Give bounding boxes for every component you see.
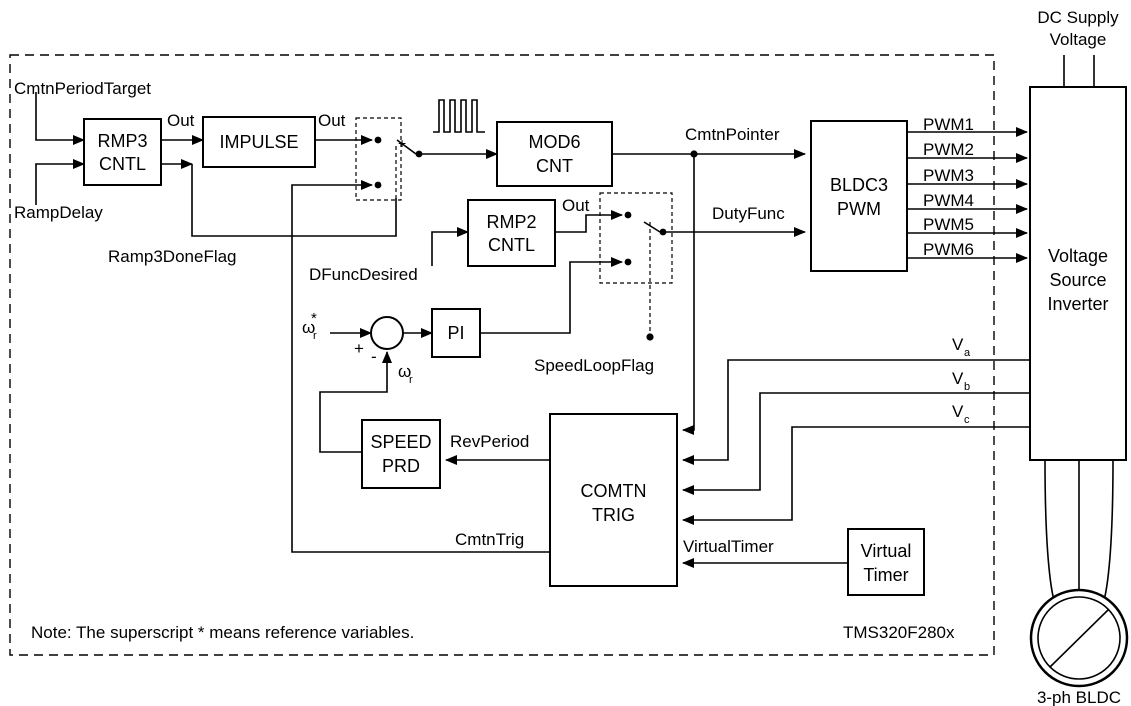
svg-text:PI: PI — [447, 323, 464, 343]
rmp3-cntl-block[interactable]: RMP3 CNTL — [83, 118, 162, 186]
summer-plus-sign: + — [354, 339, 364, 358]
svg-text:Source: Source — [1049, 270, 1106, 290]
pwm-label: PWM3 — [923, 166, 974, 185]
mux-switch-1: + — [355, 117, 423, 201]
svg-text:Voltage: Voltage — [1048, 246, 1108, 266]
svg-text:CNTL: CNTL — [99, 154, 146, 174]
phase-voltage-main: V — [952, 369, 964, 388]
svg-text:SPEED: SPEED — [370, 432, 431, 452]
cmtn-period-target-label: CmtnPeriodTarget — [14, 79, 151, 98]
svg-text:Inverter: Inverter — [1047, 294, 1108, 314]
impulse-block[interactable]: IMPULSE — [202, 116, 316, 168]
ramp-delay-label: RampDelay — [14, 203, 103, 222]
cmtn-pointer-label: CmtnPointer — [685, 125, 780, 144]
mux-switch-2 — [599, 192, 673, 341]
controller-boundary — [9, 54, 995, 656]
pulse-train-icon — [433, 99, 485, 133]
rmp2-out-label: Out — [562, 196, 590, 215]
pi-block[interactable]: PI — [431, 308, 481, 358]
omega-ref-label: ω r * — [302, 310, 317, 342]
rev-period-label: RevPeriod — [450, 432, 529, 451]
svg-text:RMP3: RMP3 — [97, 131, 147, 151]
svg-text:r: r — [313, 330, 317, 342]
virtual-timer-block[interactable]: Virtual Timer — [847, 528, 925, 596]
pwm-label: PWM4 — [923, 191, 974, 210]
svg-text:BLDC3: BLDC3 — [830, 175, 888, 195]
svg-text:RMP2: RMP2 — [486, 212, 536, 232]
svg-text:r: r — [409, 374, 413, 386]
wires — [35, 55, 1114, 613]
svg-text:ω: ω — [302, 318, 315, 337]
virtual-timer-signal-label: VirtualTimer — [683, 537, 774, 556]
phase-voltage-main: V — [952, 335, 964, 354]
svg-text:CNTL: CNTL — [488, 235, 535, 255]
omega-feedback-label: ω r — [398, 362, 413, 386]
pwm-label: PWM1 — [923, 115, 974, 134]
svg-text:IMPULSE: IMPULSE — [219, 132, 298, 152]
svg-text:Virtual: Virtual — [861, 541, 912, 561]
impulse-out-label: Out — [318, 111, 346, 130]
rmp3-out-label: Out — [167, 111, 195, 130]
speed-prd-block[interactable]: SPEED PRD — [361, 419, 441, 489]
phase-voltage-labels: V a V b V c — [952, 335, 971, 426]
svg-text:*: * — [311, 310, 317, 327]
boundary-label: TMS320F280x — [843, 623, 955, 642]
phase-voltage-sub: b — [964, 381, 970, 393]
pwm-label: PWM2 — [923, 140, 974, 159]
comtn-trig-block[interactable]: COMTN TRIG — [549, 413, 678, 587]
pwm-label: PWM6 — [923, 240, 974, 259]
cmtn-trig-label: CmtnTrig — [455, 530, 524, 549]
dc-supply-label-line1: DC Supply — [1037, 8, 1119, 27]
svg-text:+: + — [398, 135, 406, 151]
rmp2-cntl-block[interactable]: RMP2 CNTL — [467, 199, 556, 267]
ramp3-done-flag-label: Ramp3DoneFlag — [108, 247, 237, 266]
phase-voltage-sub: c — [964, 414, 970, 426]
voltage-source-inverter-block[interactable]: Voltage Source Inverter — [1029, 86, 1127, 461]
note-text: Note: The superscript * means reference … — [31, 623, 414, 642]
svg-text:COMTN: COMTN — [581, 481, 647, 501]
dfunc-desired-label: DFuncDesired — [309, 265, 418, 284]
dc-supply-label-line2: Voltage — [1050, 30, 1107, 49]
mod6-cnt-block[interactable]: MOD6 CNT — [496, 121, 613, 187]
phase-voltage-sub: a — [964, 347, 971, 359]
svg-text:ω: ω — [398, 362, 411, 381]
cmtn-pointer-junction — [690, 150, 698, 158]
bldc-motor-symbol — [1029, 588, 1129, 688]
summer-minus-sign: - — [371, 347, 377, 366]
svg-text:PWM: PWM — [837, 199, 881, 219]
duty-func-label: DutyFunc — [712, 204, 785, 223]
svg-text:CNT: CNT — [536, 156, 573, 176]
speed-error-summer — [370, 316, 404, 350]
bldc3-pwm-block[interactable]: BLDC3 PWM — [810, 120, 908, 272]
svg-text:MOD6: MOD6 — [528, 132, 580, 152]
speed-loop-flag-label: SpeedLoopFlag — [534, 356, 654, 375]
pwm-output-labels: PWM1 PWM2 PWM3 PWM4 PWM5 PWM6 — [923, 115, 974, 259]
svg-text:Timer: Timer — [863, 565, 908, 585]
phase-voltage-main: V — [952, 402, 964, 421]
svg-text:TRIG: TRIG — [592, 505, 635, 525]
motor-label: 3-ph BLDC — [1037, 688, 1121, 706]
pwm-label: PWM5 — [923, 215, 974, 234]
svg-text:PRD: PRD — [382, 456, 420, 476]
